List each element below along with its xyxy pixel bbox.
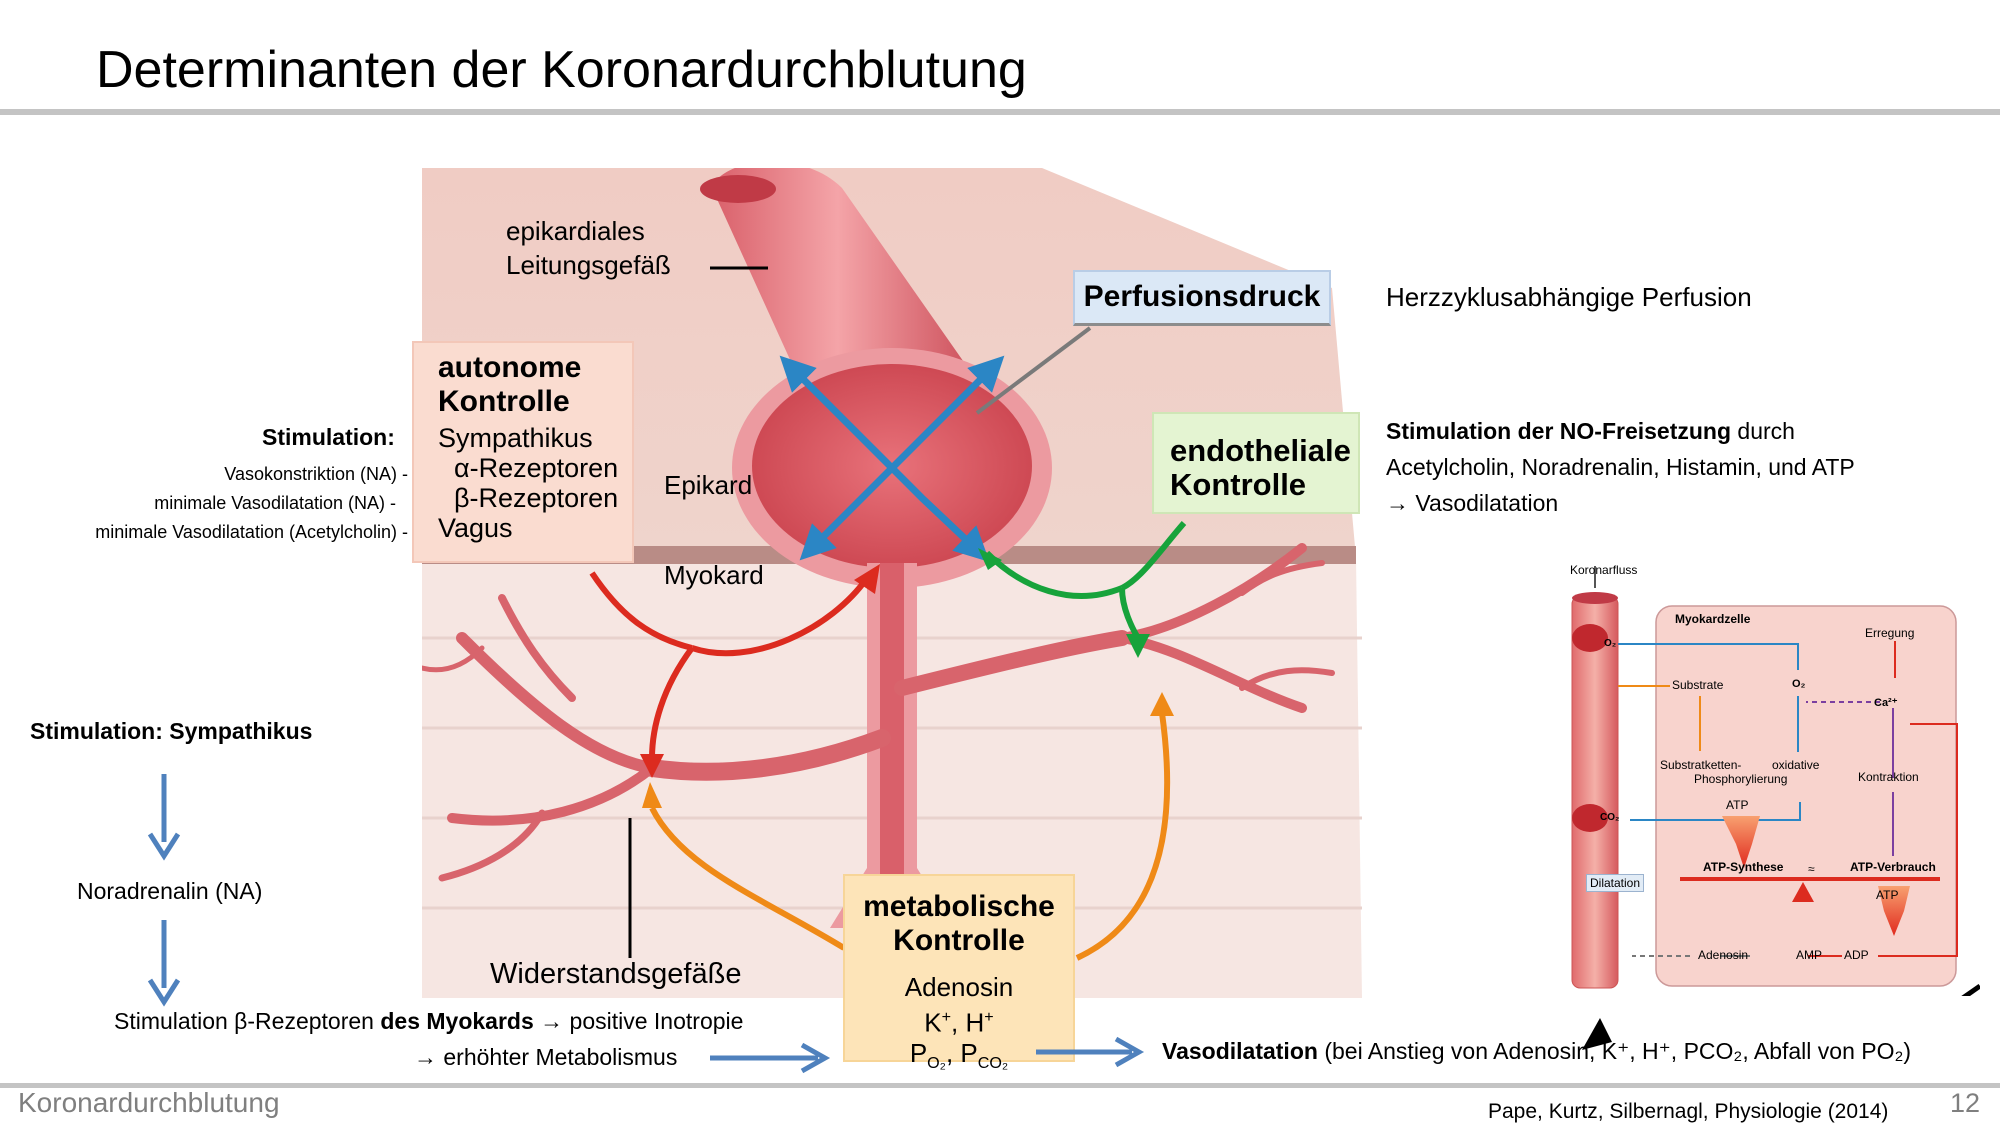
no-release-line-1: Stimulation der NO-Freisetzung durch — [1386, 418, 1795, 444]
box-metabolic-control: metabolische Kontrolle Adenosin K+, H+ P… — [843, 874, 1075, 1072]
down-arrow-2 — [147, 920, 181, 1007]
label-epicardial-2: Leitungsgefäß — [506, 250, 671, 280]
arrow-to-vasodilatation — [1036, 1036, 1145, 1068]
autonomic-arrowhead-2 — [640, 754, 664, 778]
inset-approx: ≈ — [1808, 862, 1815, 876]
inset-arrowhead — [1582, 1018, 1612, 1050]
beta-stimulation-line: Stimulation β-Rezeptoren des Myokards → … — [114, 1008, 744, 1034]
inset-adp: ADP — [1844, 948, 1869, 962]
autonomic-arrows — [589, 571, 870, 759]
metabolism-line: → erhöhter Metabolismus — [414, 1044, 678, 1070]
sympathikus-title: Stimulation: Sympathikus — [30, 718, 313, 744]
endothelial-arrowhead-2 — [1126, 634, 1150, 658]
inset-substrate: Substrate — [1672, 678, 1724, 692]
co2-arrow — [1630, 802, 1801, 821]
tube-top — [1572, 592, 1618, 604]
perfusion-description: Herzzyklusabhängige Perfusion — [1386, 282, 1752, 312]
footer-rule — [0, 1083, 2000, 1088]
autonomic-line-beta: β-Rezeptoren — [454, 483, 619, 513]
inset-koronarfluss: Koronarfluss — [1570, 563, 1638, 577]
box-endothelial-control: endotheliale Kontrolle — [1152, 412, 1360, 514]
inset-myokardzelle: Myokardzelle — [1675, 612, 1751, 626]
box-perfusion-pressure: Perfusionsdruck — [1073, 270, 1331, 326]
inset-substratketten-1: Substratketten- — [1660, 758, 1742, 772]
metabolic-arrows — [649, 712, 1171, 961]
metabolic-title-2: Kontrolle — [893, 924, 1025, 957]
vessel-end — [700, 175, 776, 203]
autonomic-line-vagus: Vagus — [438, 513, 513, 543]
autonomic-arrowhead-1 — [854, 564, 880, 594]
inset-ca: Ca²⁺ — [1874, 697, 1898, 709]
stimulation-line-1: Vasokonstriktion (NA) - — [224, 464, 408, 484]
atp-consumption-funnel — [1878, 886, 1910, 936]
footer-left: Koronardurchblutung — [18, 1087, 280, 1118]
inset-adenosin: Adenosin — [1698, 948, 1749, 962]
metabolic-arrowhead-2 — [1150, 692, 1174, 716]
balance-beam — [1680, 877, 1940, 881]
label-epicardial-1: epikardiales — [506, 216, 645, 246]
inset-kontraktion: Kontraktion — [1858, 770, 1919, 784]
metabolic-arrowhead-1 — [642, 782, 662, 808]
cell-outline — [1655, 605, 1957, 987]
metabolic-line-adenosin: Adenosin — [904, 972, 1014, 1002]
coronary-vessel-illustration — [422, 168, 1362, 998]
down-arrow-1 — [147, 774, 181, 861]
endothelial-title-1: endotheliale — [1170, 433, 1351, 468]
label-epikard: Epikard — [664, 470, 753, 500]
page-number: 12 — [1950, 1088, 1981, 1118]
perfusion-leader-line — [975, 326, 1092, 415]
label-resistance-vessels: Widerstandsgefäße — [490, 958, 742, 990]
inset-atp-2: ATP — [1876, 888, 1899, 902]
metabolic-line-ions: K+, H+ — [924, 1007, 994, 1038]
inset-o2-vessel: O₂ — [1604, 638, 1617, 649]
inset-substratketten-2: Phosphorylierung — [1694, 772, 1788, 786]
erythrocyte-1 — [1572, 624, 1608, 652]
inset-co2: CO₂ — [1600, 812, 1620, 823]
stimulation-label: Stimulation: — [262, 424, 395, 450]
inset-erregung: Erregung — [1865, 626, 1915, 640]
inset-atp-synthese: ATP-Synthese — [1703, 860, 1784, 874]
atp-synthesis-funnel — [1722, 816, 1760, 868]
inset-o2: O₂ — [1792, 678, 1806, 690]
arrow-to-metabolic — [710, 1042, 831, 1074]
feedback-arrow — [1878, 723, 1958, 957]
autonomic-line-alpha: α-Rezeptoren — [454, 453, 619, 483]
stimulation-line-3: minimale Vasodilatation (Acetylcholin) - — [95, 522, 408, 542]
erythrocyte-2 — [1572, 804, 1608, 832]
endothelial-arrowhead-1 — [978, 548, 1002, 570]
endothelial-title-2: Kontrolle — [1170, 467, 1307, 502]
resistance-vessels — [422, 543, 1335, 882]
no-release-line-3: → Vasodilatation — [1386, 490, 1559, 516]
noradrenalin-label: Noradrenalin (NA) — [77, 878, 263, 904]
inset-oxidative: oxidative — [1772, 758, 1820, 772]
stimulation-line-2: minimale Vasodilatation (NA) - — [154, 493, 396, 513]
branch-lumen — [880, 563, 904, 928]
balance-fulcrum — [1792, 882, 1814, 902]
metabolic-line-gases: PO₂, PCO₂ — [909, 1037, 1009, 1072]
metabolic-title-1: metabolische — [863, 890, 1055, 923]
inset-atp-1: ATP — [1726, 798, 1749, 812]
footer-source: Pape, Kurtz, Silbernagl, Physiologie (20… — [1488, 1100, 1889, 1123]
autonomic-line-sympathikus: Sympathikus — [438, 423, 593, 453]
inset-atp-verbrauch: ATP-Verbrauch — [1850, 860, 1936, 874]
inset-pointer-arrow — [1961, 983, 1980, 996]
box-autonomic-control: autonome Kontrolle Sympathikus α-Rezepto… — [412, 341, 634, 563]
perfusion-arrows — [779, 355, 1005, 563]
inset-amp: AMP — [1796, 948, 1823, 962]
inset-dilatation: Dilatation — [1586, 874, 1645, 892]
page-title: Determinanten der Koronardurchblutung — [96, 41, 1027, 99]
title-rule — [0, 109, 2000, 115]
o2-path — [1618, 643, 1799, 670]
label-myokard: Myokard — [664, 560, 764, 590]
autonomic-title-2: Kontrolle — [438, 385, 570, 418]
vasodilatation-line: Vasodilatation (bei Anstieg von Adenosin… — [1162, 1038, 1912, 1064]
no-release-line-2: Acetylcholin, Noradrenalin, Histamin, un… — [1386, 454, 1855, 480]
autonomic-title-1: autonome — [438, 351, 582, 384]
coronary-vessel-tube — [1571, 595, 1619, 989]
